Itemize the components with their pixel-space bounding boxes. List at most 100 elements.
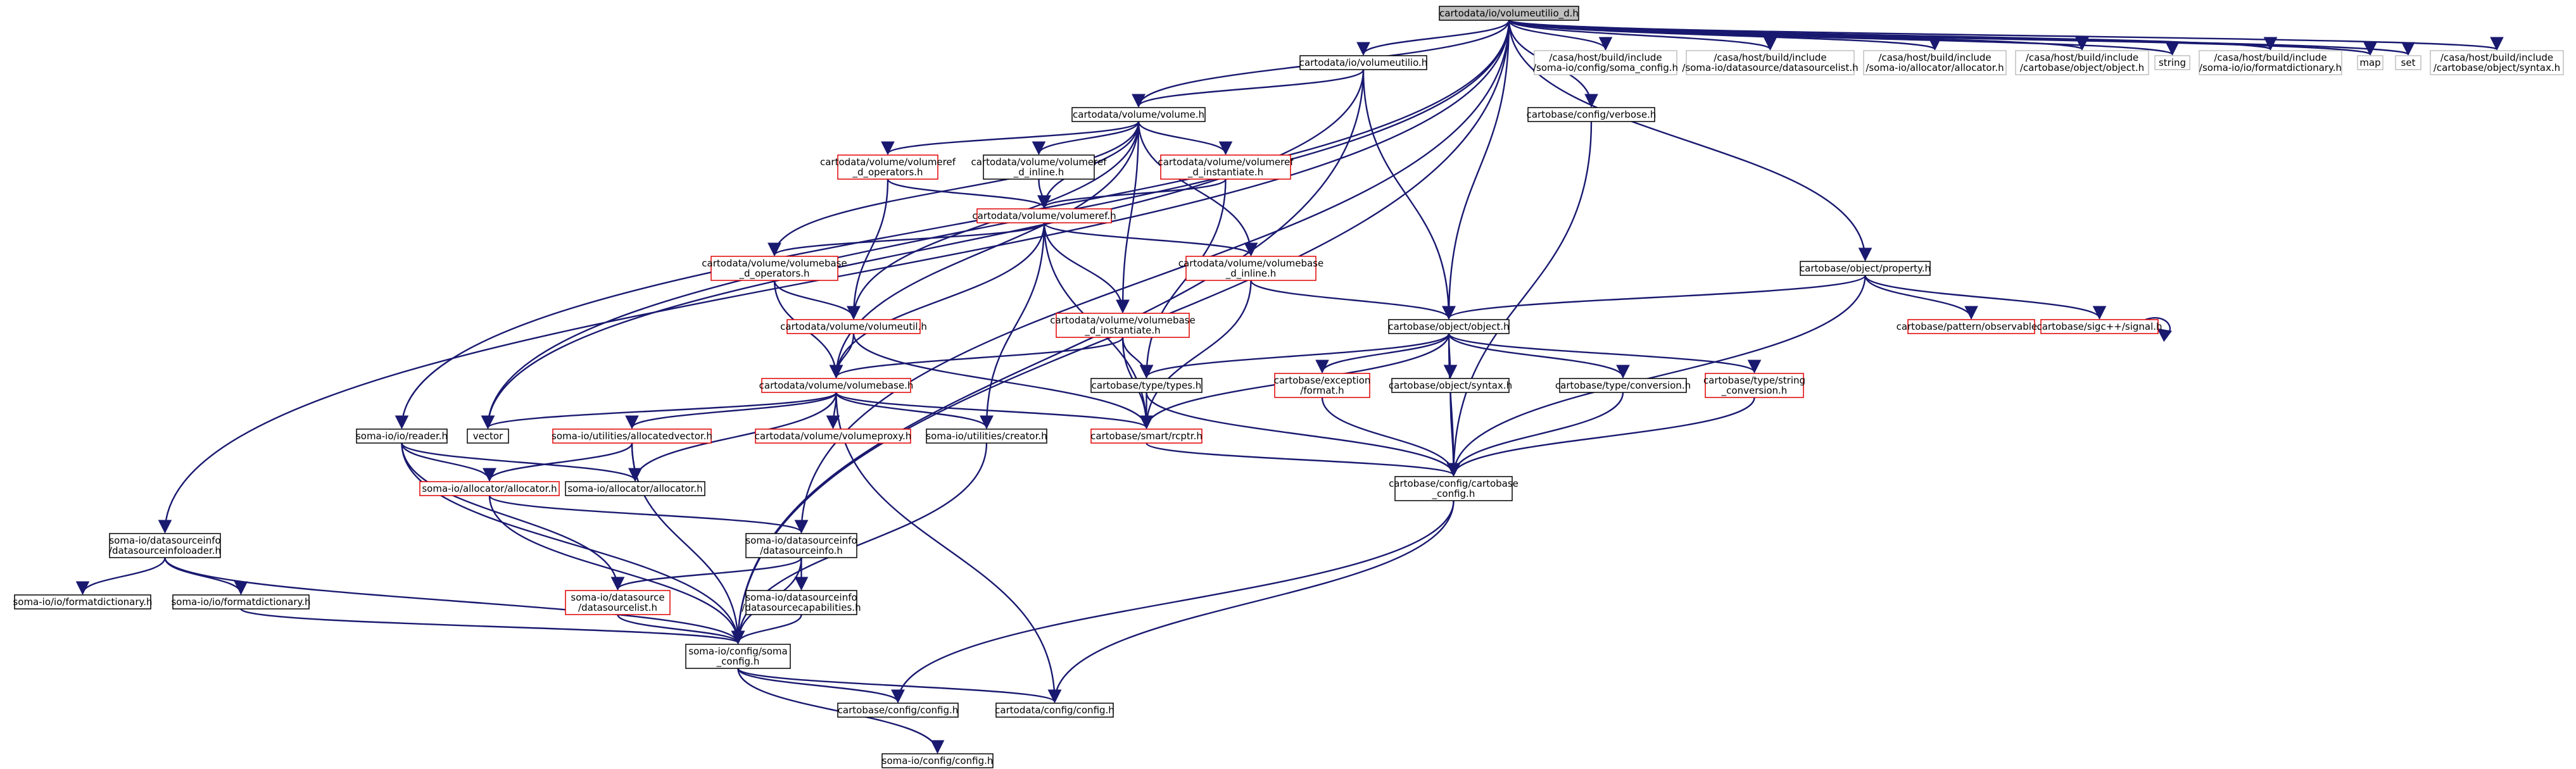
node-box[interactable] [1534,50,1677,75]
node-box[interactable] [745,533,857,558]
node-sio_config[interactable]: soma-io/config/config.h [881,753,994,768]
node-box[interactable] [1056,313,1190,338]
node-volumeutil[interactable]: cartodata/volume/volumeutil.h [780,319,927,334]
node-syntax_inc[interactable]: /casa/host/build/include/cartobase/objec… [2430,50,2564,75]
node-box[interactable] [1274,373,1370,398]
node-set[interactable]: set [2395,55,2421,70]
node-object_inc[interactable]: /casa/host/build/include/cartobase/objec… [2015,50,2149,75]
node-verbose[interactable]: cartobase/config/verbose.h [1527,107,1657,122]
node-box[interactable] [1527,107,1655,122]
node-exc_format[interactable]: cartobase/exception/format.h [1274,373,1371,398]
node-volumeutilio[interactable]: cartodata/io/volumeutilio.h [1299,55,1428,70]
node-volproxy[interactable]: cartodata/volume/volumeproxy.h [755,428,912,444]
node-rcptr[interactable]: cartobase/smart/rcptr.h [1090,428,1203,444]
node-box[interactable] [1299,55,1427,70]
node-cartobase_config[interactable]: cartobase/config/cartobase_config.h [1389,476,1518,501]
node-types[interactable]: cartobase/type/types.h [1090,378,1203,393]
node-box[interactable] [837,154,938,180]
node-dscap[interactable]: soma-io/datasourceinfo/datasourcecapabil… [742,590,861,615]
node-observable[interactable]: cartobase/pattern/observable.h [1897,319,2047,334]
node-box[interactable] [2015,50,2149,75]
node-dslist[interactable]: soma-io/datasource/datasourcelist.h [565,590,671,615]
node-box[interactable] [1185,256,1316,281]
node-allocator[interactable]: soma-io/allocator/allocator.h [565,481,705,496]
node-cb_config[interactable]: cartobase/config/config.h [837,703,959,718]
node-box[interactable] [552,428,712,444]
node-box[interactable] [881,753,994,768]
node-dsinfoloader[interactable]: soma-io/datasourceinfo/datasourceinfoloa… [109,533,221,558]
node-cd_config[interactable]: cartodata/config/config.h [995,703,1114,718]
node-property[interactable]: cartobase/object/property.h [1800,261,1931,276]
node-box[interactable] [1391,378,1510,393]
node-box[interactable] [109,533,221,558]
node-signal[interactable]: cartobase/sigc++/signal.h [2036,319,2162,334]
node-datasourcelist_inc[interactable]: /casa/host/build/include/soma-io/datasou… [1682,50,1859,75]
node-vbase_inst[interactable]: cartodata/volume/volumebase_d_instantiat… [1050,313,1196,338]
node-box[interactable] [1907,319,2035,334]
node-dsinfo[interactable]: soma-io/datasourceinfo/datasourceinfo.h [745,533,857,558]
node-box[interactable] [1559,378,1687,393]
node-volumeref[interactable]: cartodata/volume/volumeref.h [972,208,1116,223]
node-box[interactable] [172,594,310,610]
node-box[interactable] [14,594,151,610]
node-box[interactable] [1439,6,1579,21]
node-box[interactable] [710,256,838,281]
node-allocator_inc[interactable]: /casa/host/build/include/soma-io/allocat… [1863,50,2007,75]
node-box[interactable] [2430,50,2564,75]
node-box[interactable] [1800,261,1931,276]
node-reader[interactable]: soma-io/io/reader.h [356,428,448,444]
node-soma_config[interactable]: soma-io/config/soma_config.h [685,644,791,669]
node-volume[interactable]: cartodata/volume/volume.h [1071,107,1206,122]
node-box[interactable] [1160,154,1291,180]
node-box[interactable] [2199,50,2342,75]
node-box[interactable] [983,154,1095,180]
node-box[interactable] [1705,373,1804,398]
node-box[interactable] [2395,55,2421,70]
node-conversion[interactable]: cartobase/type/conversion.h [1555,378,1691,393]
node-vbase_ops[interactable]: cartodata/volume/volumebase_d_operators.… [702,256,847,281]
node-box[interactable] [745,590,857,615]
node-box[interactable] [755,428,911,444]
node-fmtdict1[interactable]: soma-io/io/formatdictionary.h [13,594,153,610]
node-box[interactable] [926,428,1047,444]
node-creator[interactable]: soma-io/utilities/creator.h [926,428,1047,444]
node-box[interactable] [995,703,1114,718]
node-box[interactable] [1686,50,1855,75]
node-box[interactable] [837,703,959,718]
node-box[interactable] [976,208,1112,223]
node-box[interactable] [1388,319,1510,334]
node-vector[interactable]: vector [467,428,509,444]
node-box[interactable] [1090,378,1203,393]
node-object[interactable]: cartobase/object/object.h [1388,319,1510,334]
node-string[interactable]: string [2154,55,2190,70]
node-map[interactable]: map [2357,55,2383,70]
node-volumebase[interactable]: cartodata/volume/volumebase.h [759,378,914,393]
node-box[interactable] [1090,428,1203,444]
node-fmtdict2[interactable]: soma-io/io/formatdictionary.h [171,594,311,610]
node-box[interactable] [2040,319,2159,334]
node-soma_config_inc[interactable]: /casa/host/build/include/soma-io/config/… [1533,50,1678,75]
node-box[interactable] [565,481,705,496]
node-allocvector[interactable]: soma-io/utilities/allocatedvector.h [552,428,712,444]
node-vref_inline[interactable]: cartodata/volume/volumeref_d_inline.h [971,154,1107,180]
node-box[interactable] [419,481,560,496]
node-allocator_red[interactable]: soma-io/allocator/allocator.h [419,481,560,496]
node-box[interactable] [565,590,671,615]
node-box[interactable] [467,428,509,444]
node-box[interactable] [356,428,448,444]
node-box[interactable] [1394,476,1513,501]
node-box[interactable] [786,319,921,334]
node-box[interactable] [2357,55,2383,70]
node-vref_inst[interactable]: cartodata/volume/volumeref_d_instantiate… [1158,154,1294,180]
node-obj_syntax[interactable]: cartobase/object/syntax.h [1389,378,1512,393]
node-box[interactable] [2154,55,2190,70]
node-root[interactable]: cartodata/io/volumeutilio_d.h [1439,6,1579,21]
node-formatdict_inc[interactable]: /casa/host/build/include/soma-io/io/form… [2199,50,2342,75]
node-vref_ops[interactable]: cartodata/volume/volumeref_d_operators.h [820,154,956,180]
node-vbase_inline[interactable]: cartodata/volume/volumebase_d_inline.h [1178,256,1323,281]
node-box[interactable] [1863,50,2007,75]
node-box[interactable] [761,378,911,393]
node-box[interactable] [1071,107,1206,122]
node-box[interactable] [685,644,791,669]
node-string_conv[interactable]: cartobase/type/string_conversion.h [1703,373,1805,398]
